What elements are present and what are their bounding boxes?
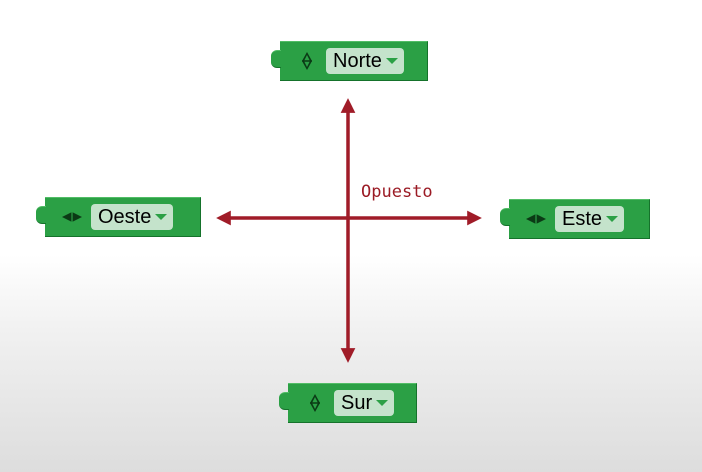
- vertical-diamond-icon: [296, 51, 318, 71]
- direction-dropdown-west[interactable]: Oeste: [91, 204, 174, 230]
- chevron-down-icon: [385, 58, 398, 64]
- dropdown-value: Sur: [341, 392, 373, 414]
- dropdown-value: Este: [562, 208, 603, 230]
- block-connector-tab: [279, 392, 289, 410]
- direction-block-west[interactable]: Oeste: [36, 197, 201, 237]
- chevron-down-icon: [155, 214, 168, 220]
- direction-dropdown-north[interactable]: Norte: [326, 48, 404, 74]
- opposite-label: Opuesto: [361, 182, 433, 202]
- horizontal-diamond-icon: [525, 213, 547, 225]
- block-connector-tab: [500, 208, 510, 226]
- block-connector-tab: [36, 206, 46, 224]
- chevron-down-icon: [376, 400, 389, 406]
- dropdown-value: Oeste: [98, 206, 152, 228]
- horizontal-diamond-icon: [61, 211, 83, 223]
- chevron-down-icon: [606, 216, 619, 222]
- block-connector-tab: [271, 50, 281, 68]
- vertical-diamond-icon: [304, 393, 326, 413]
- direction-block-south[interactable]: Sur: [279, 383, 417, 423]
- direction-dropdown-south[interactable]: Sur: [334, 390, 395, 416]
- dropdown-value: Norte: [333, 50, 382, 72]
- direction-block-east[interactable]: Este: [500, 199, 650, 239]
- direction-dropdown-east[interactable]: Este: [555, 206, 625, 232]
- direction-block-north[interactable]: Norte: [271, 41, 428, 81]
